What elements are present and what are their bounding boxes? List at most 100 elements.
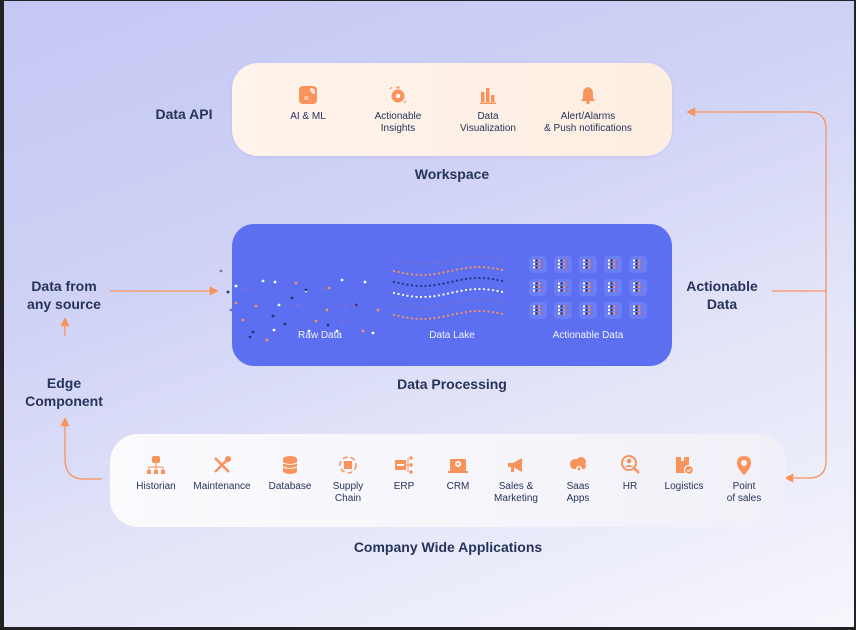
tool-alerts[interactable]: Alert/Alarms & Push notifications <box>528 85 648 135</box>
edge-component-label: Edge Component <box>14 374 114 410</box>
tile-cell <box>538 259 541 262</box>
tool-label: AI & ML <box>290 111 326 122</box>
raw-data-dot <box>340 320 344 324</box>
data-lake-dot <box>446 292 450 295</box>
data-lake-dot <box>446 270 450 273</box>
data-lake-dot <box>442 293 445 296</box>
data-lake-dot <box>496 278 499 282</box>
data-lake-dot <box>406 261 409 264</box>
tile-cell <box>533 259 535 262</box>
app-label: of sales <box>726 493 762 504</box>
app-hr[interactable]: HR <box>592 454 668 493</box>
data-lake-dot <box>397 259 400 263</box>
data-lake-dot <box>487 277 490 280</box>
data-lake-dot <box>397 292 400 296</box>
tile-cell <box>633 266 635 269</box>
data-lake-dot <box>487 255 490 258</box>
data-lake-dot <box>392 280 396 284</box>
tile-cell <box>638 259 641 262</box>
data-lake-dot <box>428 273 432 276</box>
tile-cell <box>615 309 618 311</box>
tile-cell <box>558 305 560 308</box>
tile-cell <box>563 305 566 308</box>
tile-cell <box>560 312 563 315</box>
data-lake-dot <box>410 262 414 265</box>
tile-cell <box>613 266 616 269</box>
tool-label: Alert/Alarms <box>560 111 616 122</box>
tile-cell <box>558 263 560 265</box>
tile-cell <box>613 309 616 311</box>
tile-cell <box>565 305 568 308</box>
app-crm[interactable]: CRM <box>420 454 496 493</box>
raw-data-dot <box>241 318 245 322</box>
tile-cell <box>613 289 616 292</box>
data-lake-dot <box>424 262 427 266</box>
data-processing-panel: Raw Data Data Lake Actionable Data <box>232 224 672 366</box>
data-lake-dot <box>433 262 436 265</box>
tile-cell <box>565 286 568 288</box>
supply-chain-icon <box>339 456 357 474</box>
data-lake-dot <box>437 272 441 275</box>
data-lake-dot <box>392 258 396 262</box>
app-maintenance[interactable]: Maintenance <box>184 454 260 493</box>
tile-cell <box>540 289 543 292</box>
raw-data-dot <box>277 303 281 307</box>
tile-cell <box>590 305 593 308</box>
tile-cell <box>615 263 618 265</box>
erp-icon <box>395 456 413 474</box>
tile-cell <box>610 305 613 308</box>
data-lake-dot <box>464 266 468 270</box>
tile-cell <box>565 309 568 311</box>
data-lake-dot <box>433 284 436 287</box>
tile-cell <box>608 266 610 269</box>
data-lake-dot <box>437 283 441 286</box>
tile-cell <box>615 259 618 262</box>
tool-data-visualization[interactable]: Data Visualization <box>428 85 548 135</box>
data-lake-dot <box>424 306 427 310</box>
data-lake-dot <box>428 306 432 309</box>
tile-cell <box>633 312 635 315</box>
tile-cell <box>615 282 618 285</box>
tile-cell <box>635 309 638 311</box>
tile-cell <box>588 286 591 288</box>
tile-cell <box>540 266 543 269</box>
tile-cell <box>540 305 543 308</box>
data-lake-dot <box>397 314 400 318</box>
app-label: CRM <box>446 481 470 492</box>
app-logistics[interactable]: Logistics <box>646 454 722 493</box>
data-lake-dot <box>478 265 481 269</box>
tile-cell <box>640 309 643 311</box>
tile-cell <box>608 289 610 292</box>
app-database[interactable]: Database <box>252 454 328 493</box>
workspace-panel: AI AI & ML Actionable Insights Data <box>232 63 672 156</box>
app-label: Point <box>732 481 756 492</box>
bar-chart-icon <box>480 88 496 104</box>
svg-text:AI: AI <box>304 96 309 102</box>
data-lake-dot <box>482 310 486 313</box>
processing-visuals <box>234 254 647 342</box>
tile-cell <box>583 305 585 308</box>
app-historian[interactable]: Historian <box>118 454 194 493</box>
tool-ai-ml[interactable]: AI AI & ML <box>248 85 368 123</box>
tile-cell <box>608 286 610 288</box>
tile-cell <box>538 289 541 292</box>
tile-cell <box>558 286 560 288</box>
tile-cell <box>565 263 568 265</box>
tool-actionable-insights[interactable]: Actionable Insights <box>338 85 458 135</box>
data-lake-dot <box>500 279 504 282</box>
data-lake-dot <box>428 317 432 320</box>
data-lake-dot <box>446 281 450 284</box>
tile-cell <box>533 309 535 311</box>
raw-data-dot <box>295 326 299 330</box>
app-sales-marketing[interactable]: Sales &Marketing <box>478 454 554 505</box>
cloud-icon <box>570 457 586 472</box>
raw-data-dot <box>371 331 375 335</box>
app-erp[interactable]: ERP <box>366 454 442 493</box>
tile-cell <box>583 282 585 285</box>
data-lake-dot <box>442 315 445 318</box>
tool-label: Insights <box>380 123 416 134</box>
data-lake-dot <box>397 281 400 285</box>
